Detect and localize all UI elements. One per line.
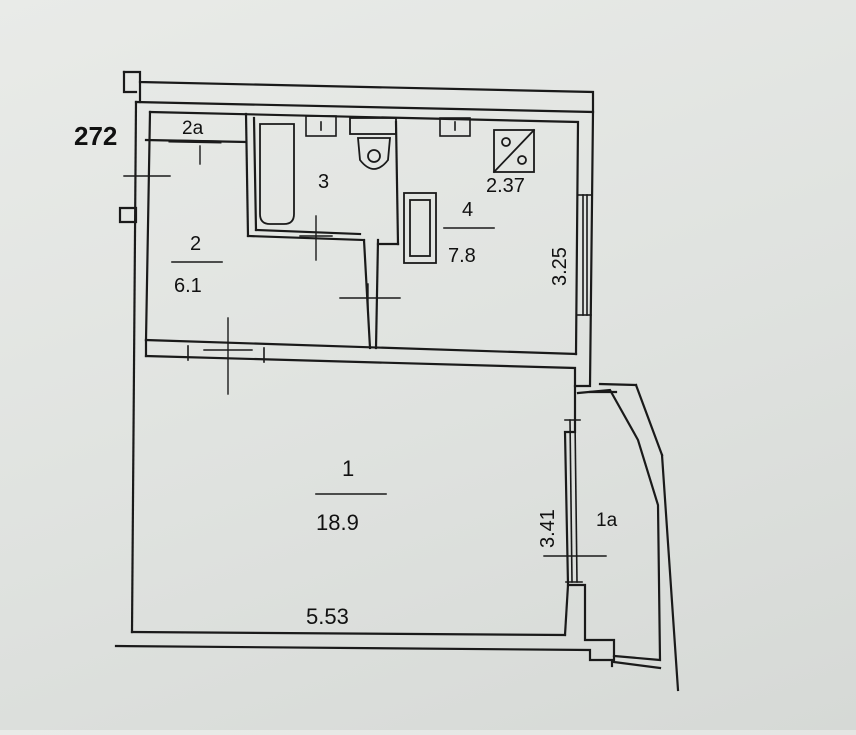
- area-dividers: [171, 227, 495, 495]
- depth-right-dimension: 3.25: [549, 247, 571, 286]
- room-3-label: 3: [318, 171, 329, 193]
- kitchen-cabinet: [403, 192, 437, 264]
- outer-walls: [114, 100, 662, 670]
- interior-walls: [144, 112, 578, 388]
- room-2-area: 6.1: [174, 275, 202, 297]
- door-marks: [123, 145, 607, 557]
- room-4-area: 7.8: [448, 245, 476, 267]
- top-parapet: [122, 70, 595, 114]
- room-1-label: 1: [342, 456, 354, 481]
- room-4-label: 4: [462, 199, 473, 221]
- depth-balcony-dimension: 3.41: [537, 509, 559, 548]
- room-1-area: 18.9: [316, 510, 359, 535]
- storage-label: 2а: [182, 118, 204, 139]
- stove: [492, 128, 536, 174]
- apartment-number: 272: [74, 121, 117, 151]
- kitchen-small-dimension: 2.37: [486, 175, 525, 197]
- window-room-1: [564, 419, 583, 583]
- window-room-4: [577, 194, 592, 316]
- door-openings: [168, 139, 265, 363]
- width-dimension: 5.53: [306, 604, 349, 629]
- balcony-label: 1а: [596, 510, 618, 531]
- sink-bathroom: [305, 115, 337, 137]
- room-2-label: 2: [190, 233, 201, 255]
- balcony: [576, 382, 680, 692]
- sink-kitchen: [439, 117, 471, 137]
- toilet: [349, 117, 397, 170]
- bathtub: [259, 123, 295, 225]
